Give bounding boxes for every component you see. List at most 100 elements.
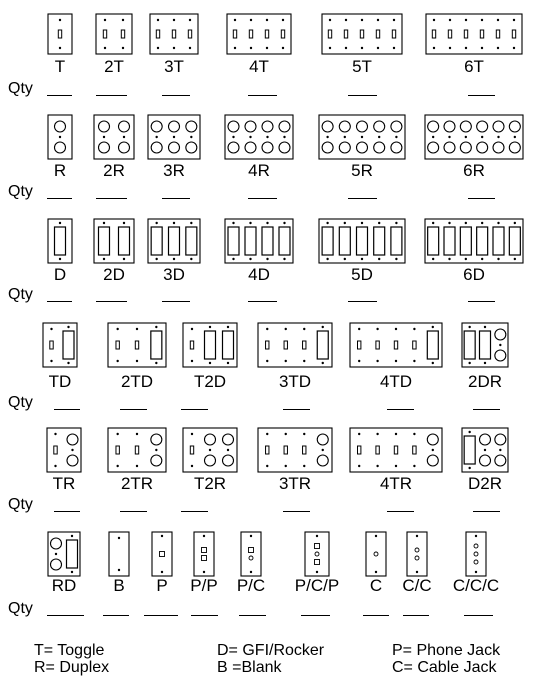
qty-blank-line[interactable] [283,511,310,512]
qty-blank-line[interactable] [468,301,495,302]
plate-outline [93,114,135,160]
qty-blank-line[interactable] [191,615,218,616]
qty-blank-line[interactable] [162,301,190,302]
screw-dot [413,327,416,331]
qty-blank-line[interactable] [468,198,495,199]
screw-dot [155,221,158,225]
rocker-icon [355,226,369,256]
qty-blank-line[interactable] [47,198,72,199]
wallplate-4t [226,13,292,55]
qty-blank-line[interactable] [387,511,414,512]
toggle-switch-icon [280,29,286,39]
qty-blank-line[interactable] [464,615,493,616]
screw-dot [432,18,436,22]
screw-dot [50,359,53,363]
qty-blank-line[interactable] [473,511,500,512]
phone-jack-icon [314,543,320,549]
outlet-icon [492,120,505,133]
screw-dot [155,135,158,139]
qty-blank-line[interactable] [248,95,277,96]
outlet-icon [338,120,351,133]
screw-dot [360,46,364,50]
qty-blank-line[interactable] [47,301,72,302]
qty-blank-line[interactable] [248,198,277,199]
qty-blank-line[interactable] [348,95,377,96]
qty-blank-line[interactable] [301,615,330,616]
toggle-switch-icon [115,340,120,350]
rocker-icon [244,226,257,256]
screw-dot [190,135,193,139]
qty-blank-line[interactable] [363,615,389,616]
qty-blank-line[interactable] [54,409,80,410]
screw-dot [188,18,192,22]
toggle-switch-icon [391,29,397,39]
toggle-switch-icon [412,445,417,455]
outlet-icon [459,141,472,154]
outlet-icon [494,433,507,446]
qty-blank-line[interactable] [403,615,429,616]
qty-blank-line[interactable] [103,615,129,616]
qty-blank-line[interactable] [387,409,414,410]
outlet-icon [355,141,369,154]
screw-dot [156,18,160,22]
wallplate-6t [425,13,523,55]
toggle-switch-icon [265,340,270,350]
plate-label: RD [51,576,77,595]
qty-blank-line[interactable] [47,615,84,616]
qty-blank-line[interactable] [162,95,190,96]
wallplate-t2r [182,427,238,473]
qty-blank-line[interactable] [120,511,147,512]
qty-blank-line[interactable] [181,511,208,512]
outlet-icon [443,141,456,154]
screw-dot [326,135,329,139]
screw-dot [474,534,478,538]
qty-blank-line[interactable] [283,409,310,410]
qty-label: Qty [8,394,33,411]
screw-dot [58,221,62,225]
outlet-icon [492,141,505,154]
screw-dot [58,135,62,139]
plate-label: 4R [248,161,270,180]
screw-dot [135,359,139,363]
screw-dot [155,257,158,261]
plate-label: TR [52,474,76,493]
toggle-switch-icon [393,340,399,350]
qty-blank-line[interactable] [96,198,127,199]
screw-dot [480,135,484,139]
screw-dot [102,257,106,261]
plate-label: P/C/P [294,576,340,595]
qty-blank-line[interactable] [239,615,266,616]
screw-dot [265,46,269,50]
plate-label: 6R [463,161,485,180]
qty-blank-line[interactable] [96,301,127,302]
cable-jack-icon [414,555,420,561]
qty-blank-line[interactable] [162,198,190,199]
qty-blank-line[interactable] [181,409,208,410]
screw-dot [155,325,158,329]
qty-blank-line[interactable] [144,615,178,616]
toggle-switch-icon [102,29,108,39]
screw-dot [284,327,287,331]
plate-outline [95,13,133,55]
qty-blank-line[interactable] [120,409,147,410]
toggle-switch-icon [495,29,501,39]
plate-label: 2R [103,161,125,180]
wallplate-6d [424,218,524,264]
qty-blank-line[interactable] [54,511,80,512]
qty-blank-line[interactable] [348,301,377,302]
qty-blank-line[interactable] [468,95,495,96]
rocker-icon [459,226,472,256]
screw-dot [122,135,126,139]
screw-dot [202,570,206,574]
plate-outline [224,218,294,264]
outlet-icon [338,141,351,154]
outlet-icon [355,120,369,133]
qty-blank-line[interactable] [473,409,500,410]
qty-blank-line[interactable] [47,95,72,96]
plate-label: D2R [467,474,503,493]
qty-blank-line[interactable] [348,198,377,199]
screw-dot [328,18,332,22]
screw-dot [464,18,468,22]
qty-blank-line[interactable] [248,301,277,302]
qty-blank-line[interactable] [96,95,127,96]
